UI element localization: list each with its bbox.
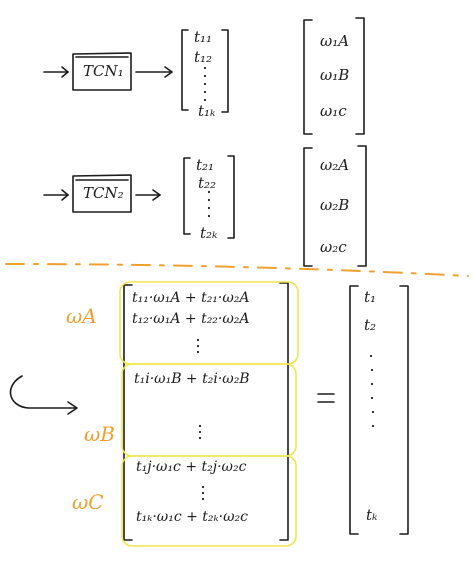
combined-row: t₁j·ω₁c + t₂j·ω₂c <box>136 459 247 475</box>
tcn2-box <box>72 174 132 213</box>
tcn2-vector-entry: t₂ₖ <box>200 224 218 242</box>
weights1-bracket-right <box>355 17 365 135</box>
result-bracket-right <box>399 285 409 535</box>
combined-row: t₁ₖ·ω₁c + t₂ₖ·ω₂c <box>136 509 248 525</box>
curved-input-arrow <box>9 375 78 415</box>
weight-entry: ω₁A <box>320 32 350 50</box>
highlight-group-c <box>121 455 297 547</box>
omega-b-label: ωB <box>84 422 116 446</box>
combined-bracket-left <box>123 284 133 541</box>
tcn1-vector-entry: t₁₂ <box>194 48 213 66</box>
omega-a-label: ωA <box>66 304 97 328</box>
tcn2-vector-entry: t₂₁ <box>196 156 215 174</box>
result-dots <box>369 354 375 428</box>
tcn2-vector-bracket-right <box>227 155 235 239</box>
tcn2-vector-dots <box>207 190 211 218</box>
tcn1-output-arrow <box>135 66 173 78</box>
weight-entry: ω₁c <box>320 102 347 120</box>
weight-entry: ω₂A <box>320 156 350 174</box>
combined-row: t₁₁·ω₁A + t₂₁·ω₂A <box>132 290 250 306</box>
tcn1-label: TCN₁ <box>83 62 124 80</box>
equals-sign <box>317 393 335 403</box>
weights2-bracket-right <box>357 145 367 267</box>
tcn1-vector-bracket-left <box>181 29 189 111</box>
row-c-dots <box>201 485 205 501</box>
tcn1-input-arrow <box>43 66 69 78</box>
combined-row: t₁i·ω₁B + t₂i·ω₂B <box>134 371 250 387</box>
tcn2-vector-entry: t₂₂ <box>198 174 217 192</box>
row-a-dots <box>196 338 200 354</box>
weight-entry: ω₂c <box>320 238 347 256</box>
tcn1-vector-bracket-right <box>221 29 229 113</box>
result-entry: tₖ <box>366 506 378 524</box>
tcn2-vector-bracket-left <box>183 157 191 235</box>
row-b-dots <box>198 424 202 440</box>
result-entry: t₁ <box>364 288 377 306</box>
tcn1-box <box>72 52 132 91</box>
weight-entry: ω₁B <box>320 66 350 84</box>
weights1-bracket-left <box>303 19 313 135</box>
omega-c-label: ωC <box>72 490 104 514</box>
result-bracket-left <box>349 285 359 535</box>
tcn1-vector-entry: t₁ₖ <box>198 102 216 120</box>
tcn1-vector-entry: t₁₁ <box>194 28 213 46</box>
weights2-bracket-left <box>303 147 313 267</box>
orange-separator-line <box>5 263 469 277</box>
tcn2-output-arrow <box>135 189 161 201</box>
result-entry: t₂ <box>364 316 377 334</box>
weight-entry: ω₂B <box>320 196 350 214</box>
tcn1-vector-dots <box>203 66 207 102</box>
combined-row: t₁₂·ω₁A + t₂₂·ω₂A <box>132 311 250 327</box>
tcn2-input-arrow <box>43 189 69 201</box>
combined-bracket-right <box>279 282 289 541</box>
tcn2-label: TCN₂ <box>83 184 124 202</box>
